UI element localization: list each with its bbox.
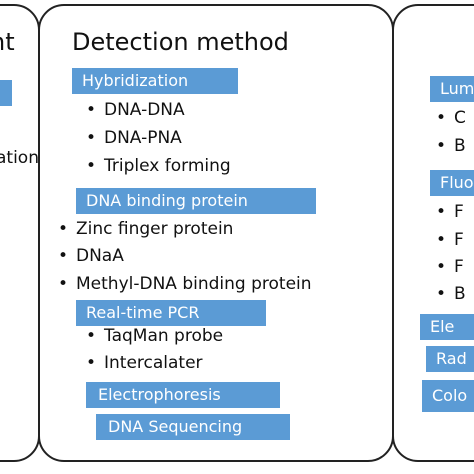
list-item: •Methyl-DNA binding protein — [58, 274, 312, 294]
list-item: •B — [436, 284, 466, 304]
list-item: •C — [436, 108, 466, 128]
right-bar-ele: Ele — [420, 314, 474, 340]
section-header-hybridization: Hybridization — [72, 68, 238, 94]
panel-title: Detection method — [72, 28, 289, 56]
left-panel-bar — [0, 80, 12, 106]
list-item: •F — [436, 257, 464, 277]
list-item: •Triplex forming — [86, 156, 231, 176]
right-bar-fluo: Fluo — [430, 170, 474, 196]
list-item: •Intercalater — [86, 353, 203, 373]
list-item: •Zinc finger protein — [58, 219, 234, 239]
list-item: •B — [436, 136, 466, 156]
section-header-electrophoresis: Electrophoresis — [86, 382, 280, 408]
list-item: •TaqMan probe — [86, 326, 224, 346]
right-bar-colo: Colo — [422, 380, 474, 412]
list-item: •F — [436, 230, 464, 250]
right-bar-lum: Lum — [430, 76, 474, 102]
right-bar-rad: Rad — [426, 346, 474, 372]
list-item: •F — [436, 202, 464, 222]
left-panel-title-fragment: nt — [0, 28, 15, 56]
list-item: •DNA-PNA — [86, 128, 182, 148]
section-header-dna-binding-protein: DNA binding protein — [76, 188, 316, 214]
section-header-real-time-pcr: Real-time PCR — [76, 300, 266, 326]
left-panel-text-fragment: ation — [0, 148, 39, 168]
section-header-dna-sequencing: DNA Sequencing — [96, 414, 290, 440]
left-panel — [0, 4, 40, 462]
list-item: •DNA-DNA — [86, 100, 185, 120]
list-item: •DNaA — [58, 246, 124, 266]
